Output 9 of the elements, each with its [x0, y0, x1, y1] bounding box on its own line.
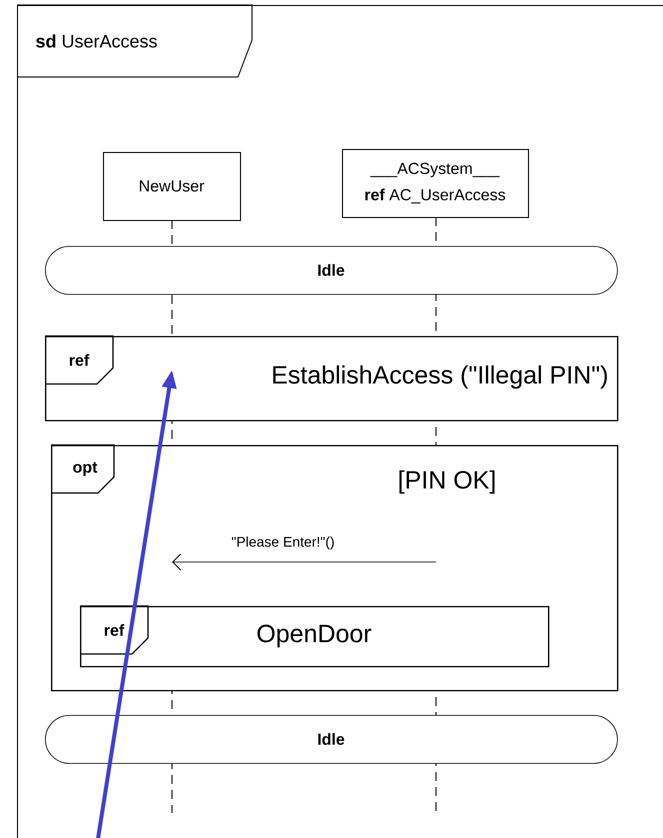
- lifeline-head: NewUser: [103, 152, 241, 221]
- message-label: "Please Enter!"(): [230, 535, 336, 551]
- message-arrow: [172, 554, 436, 570]
- state-invariant: Idle: [45, 246, 618, 295]
- interaction-use: ref EstablishAccess ("Illegal PIN"): [45, 335, 618, 422]
- frame-label: sd UserAccess: [36, 34, 157, 48]
- lifeline-head: ___ACSystem___ ref AC_UserAccess: [342, 149, 529, 218]
- interaction-use: ref OpenDoor: [80, 605, 550, 668]
- state-invariant: Idle: [45, 715, 618, 764]
